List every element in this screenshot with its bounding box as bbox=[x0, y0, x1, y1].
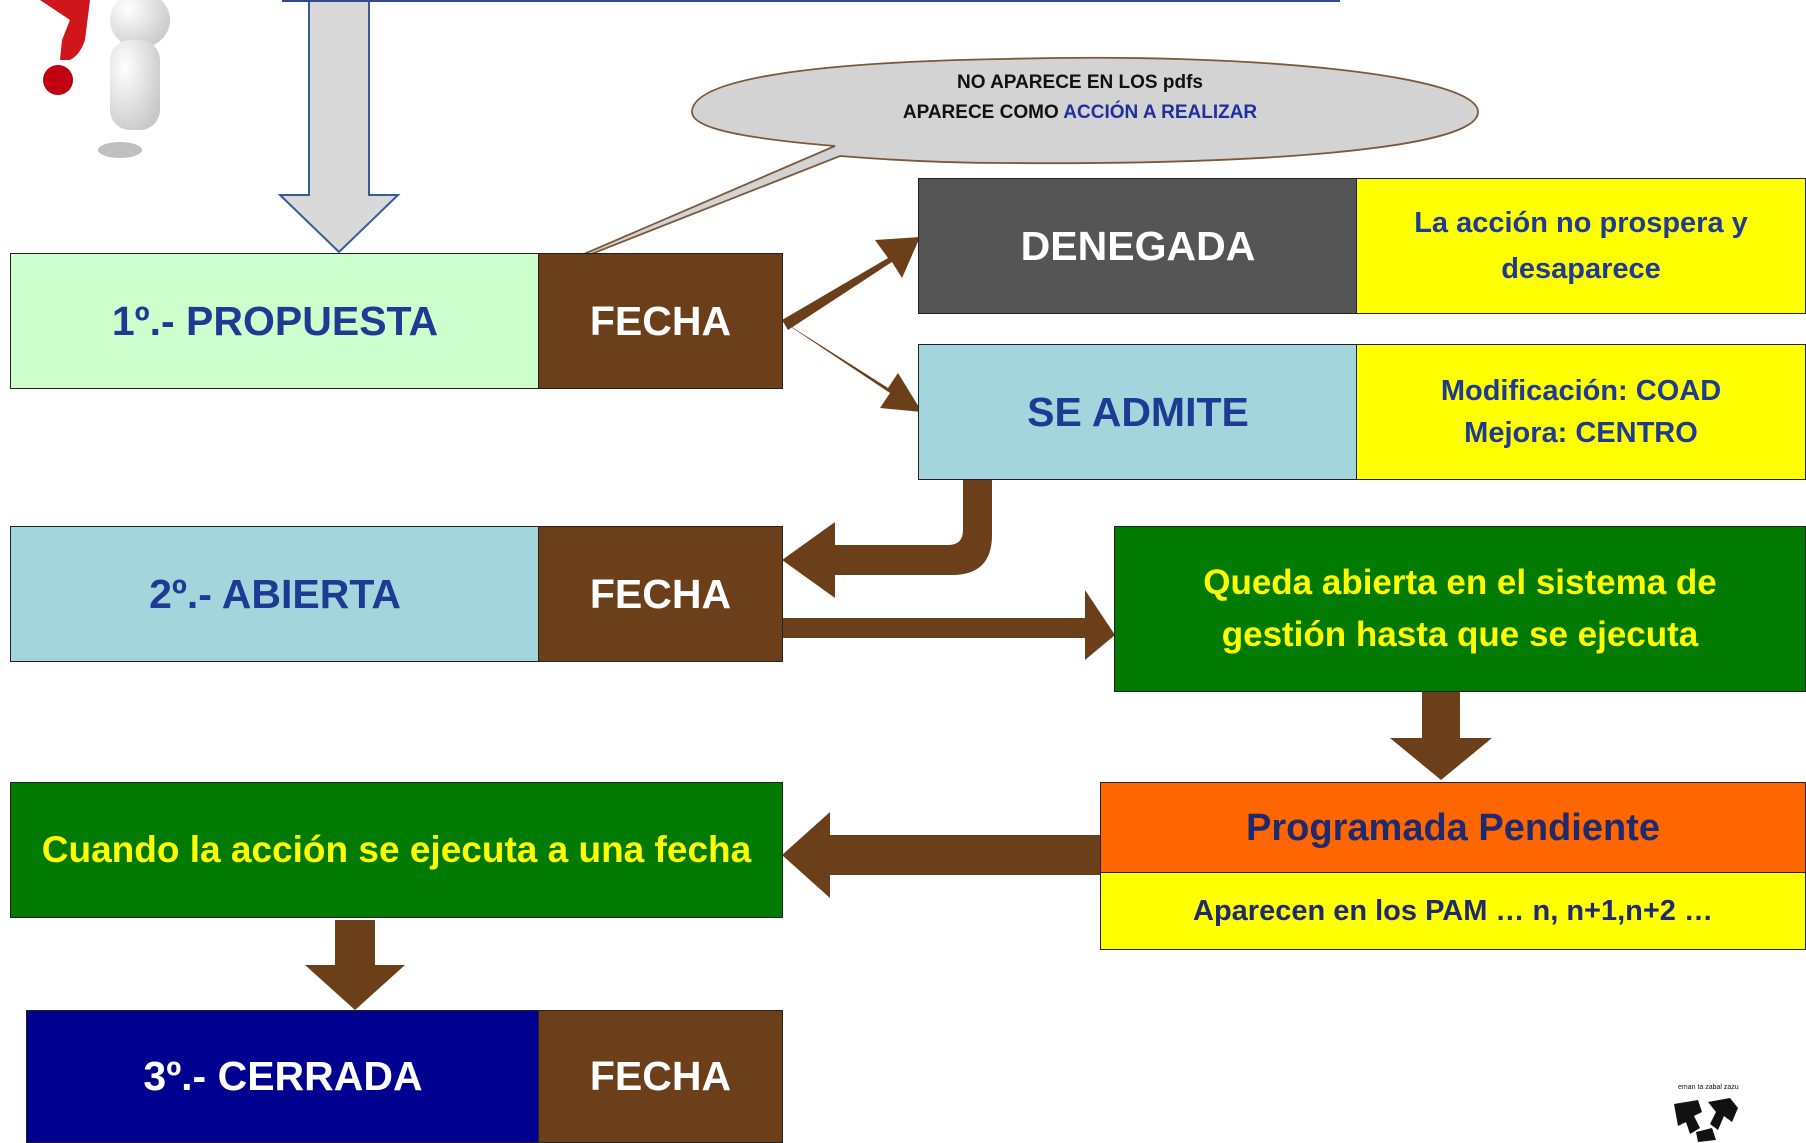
step-cerrada: 3º.- CERRADA bbox=[26, 1010, 540, 1143]
fecha-abierta: FECHA bbox=[538, 526, 783, 662]
fecha-abierta-label: FECHA bbox=[589, 570, 732, 617]
programada-title: Programada Pendiente bbox=[1100, 782, 1806, 874]
outcome-se-admite-note: Modificación: COAD Mejora: CENTRO bbox=[1356, 344, 1806, 480]
fecha-cerrada: FECHA bbox=[538, 1010, 783, 1143]
fecha-propuesta-label: FECHA bbox=[589, 297, 732, 344]
step-cerrada-label: 3º.- CERRADA bbox=[143, 1053, 423, 1099]
programada-note-text: Aparecen en los PAM … n, n+1,n+2 … bbox=[1193, 894, 1713, 927]
outcome-denegada: DENEGADA bbox=[918, 178, 1358, 314]
se-admite-note-line-1: Modificación: COAD bbox=[1440, 375, 1722, 407]
university-logo-icon bbox=[1668, 1094, 1748, 1143]
callout-line-2: APARECE COMO ACCIÓN A REALIZAR bbox=[760, 98, 1400, 128]
down-hollow-arrow bbox=[277, 0, 401, 254]
outcome-se-admite: SE ADMITE bbox=[918, 344, 1358, 480]
step-abierta-label: 2º.- ABIERTA bbox=[149, 570, 401, 617]
logo-text: eman ta zabal zazu bbox=[1678, 1084, 1739, 1091]
open-note-text: Queda abierta en el sistema de gestión h… bbox=[1203, 563, 1717, 654]
fecha-propuesta: FECHA bbox=[538, 253, 783, 389]
outcome-denegada-note: La acción no prospera y desaparece bbox=[1356, 178, 1806, 314]
arrow-to-se-admite bbox=[784, 322, 922, 412]
callout-line-2-highlight: ACCIÓN A REALIZAR bbox=[1063, 102, 1258, 123]
arrow-executed-to-cerrada bbox=[305, 920, 405, 1010]
arrow-abierta-to-open-note bbox=[782, 590, 1115, 660]
programada-title-text: Programada Pendiente bbox=[1246, 806, 1660, 849]
fecha-cerrada-label: FECHA bbox=[589, 1053, 732, 1099]
step-propuesta-label: 1º.- PROPUESTA bbox=[111, 297, 439, 344]
callout-text: NO APARECE EN LOS pdfs APARECE COMO ACCI… bbox=[760, 68, 1400, 128]
outcome-se-admite-label: SE ADMITE bbox=[1027, 388, 1249, 435]
arrow-se-admite-to-abierta bbox=[782, 480, 992, 598]
callout-bubble bbox=[504, 56, 1479, 289]
open-note: Queda abierta en el sistema de gestión h… bbox=[1114, 526, 1806, 692]
callout-line-1: NO APARECE EN LOS pdfs bbox=[957, 72, 1203, 93]
outcome-denegada-note-text: La acción no prospera y desaparece bbox=[1414, 207, 1748, 285]
callout-line-2-prefix: APARECE COMO bbox=[902, 102, 1064, 123]
executed-note-text: Cuando la acción se ejecuta a una fecha bbox=[41, 829, 752, 870]
se-admite-note-line-2: Mejora: CENTRO bbox=[1464, 417, 1698, 449]
step-propuesta: 1º.- PROPUESTA bbox=[10, 253, 540, 389]
programada-note: Aparecen en los PAM … n, n+1,n+2 … bbox=[1100, 872, 1806, 950]
arrow-open-note-to-programada bbox=[1390, 692, 1492, 780]
arrow-programada-to-executed bbox=[782, 812, 1100, 898]
outcome-denegada-label: DENEGADA bbox=[1020, 222, 1256, 269]
step-abierta: 2º.- ABIERTA bbox=[10, 526, 540, 662]
arrow-to-denegada bbox=[782, 237, 920, 330]
executed-note: Cuando la acción se ejecuta a una fecha bbox=[10, 782, 783, 918]
question-mark-figure-icon bbox=[0, 0, 190, 160]
